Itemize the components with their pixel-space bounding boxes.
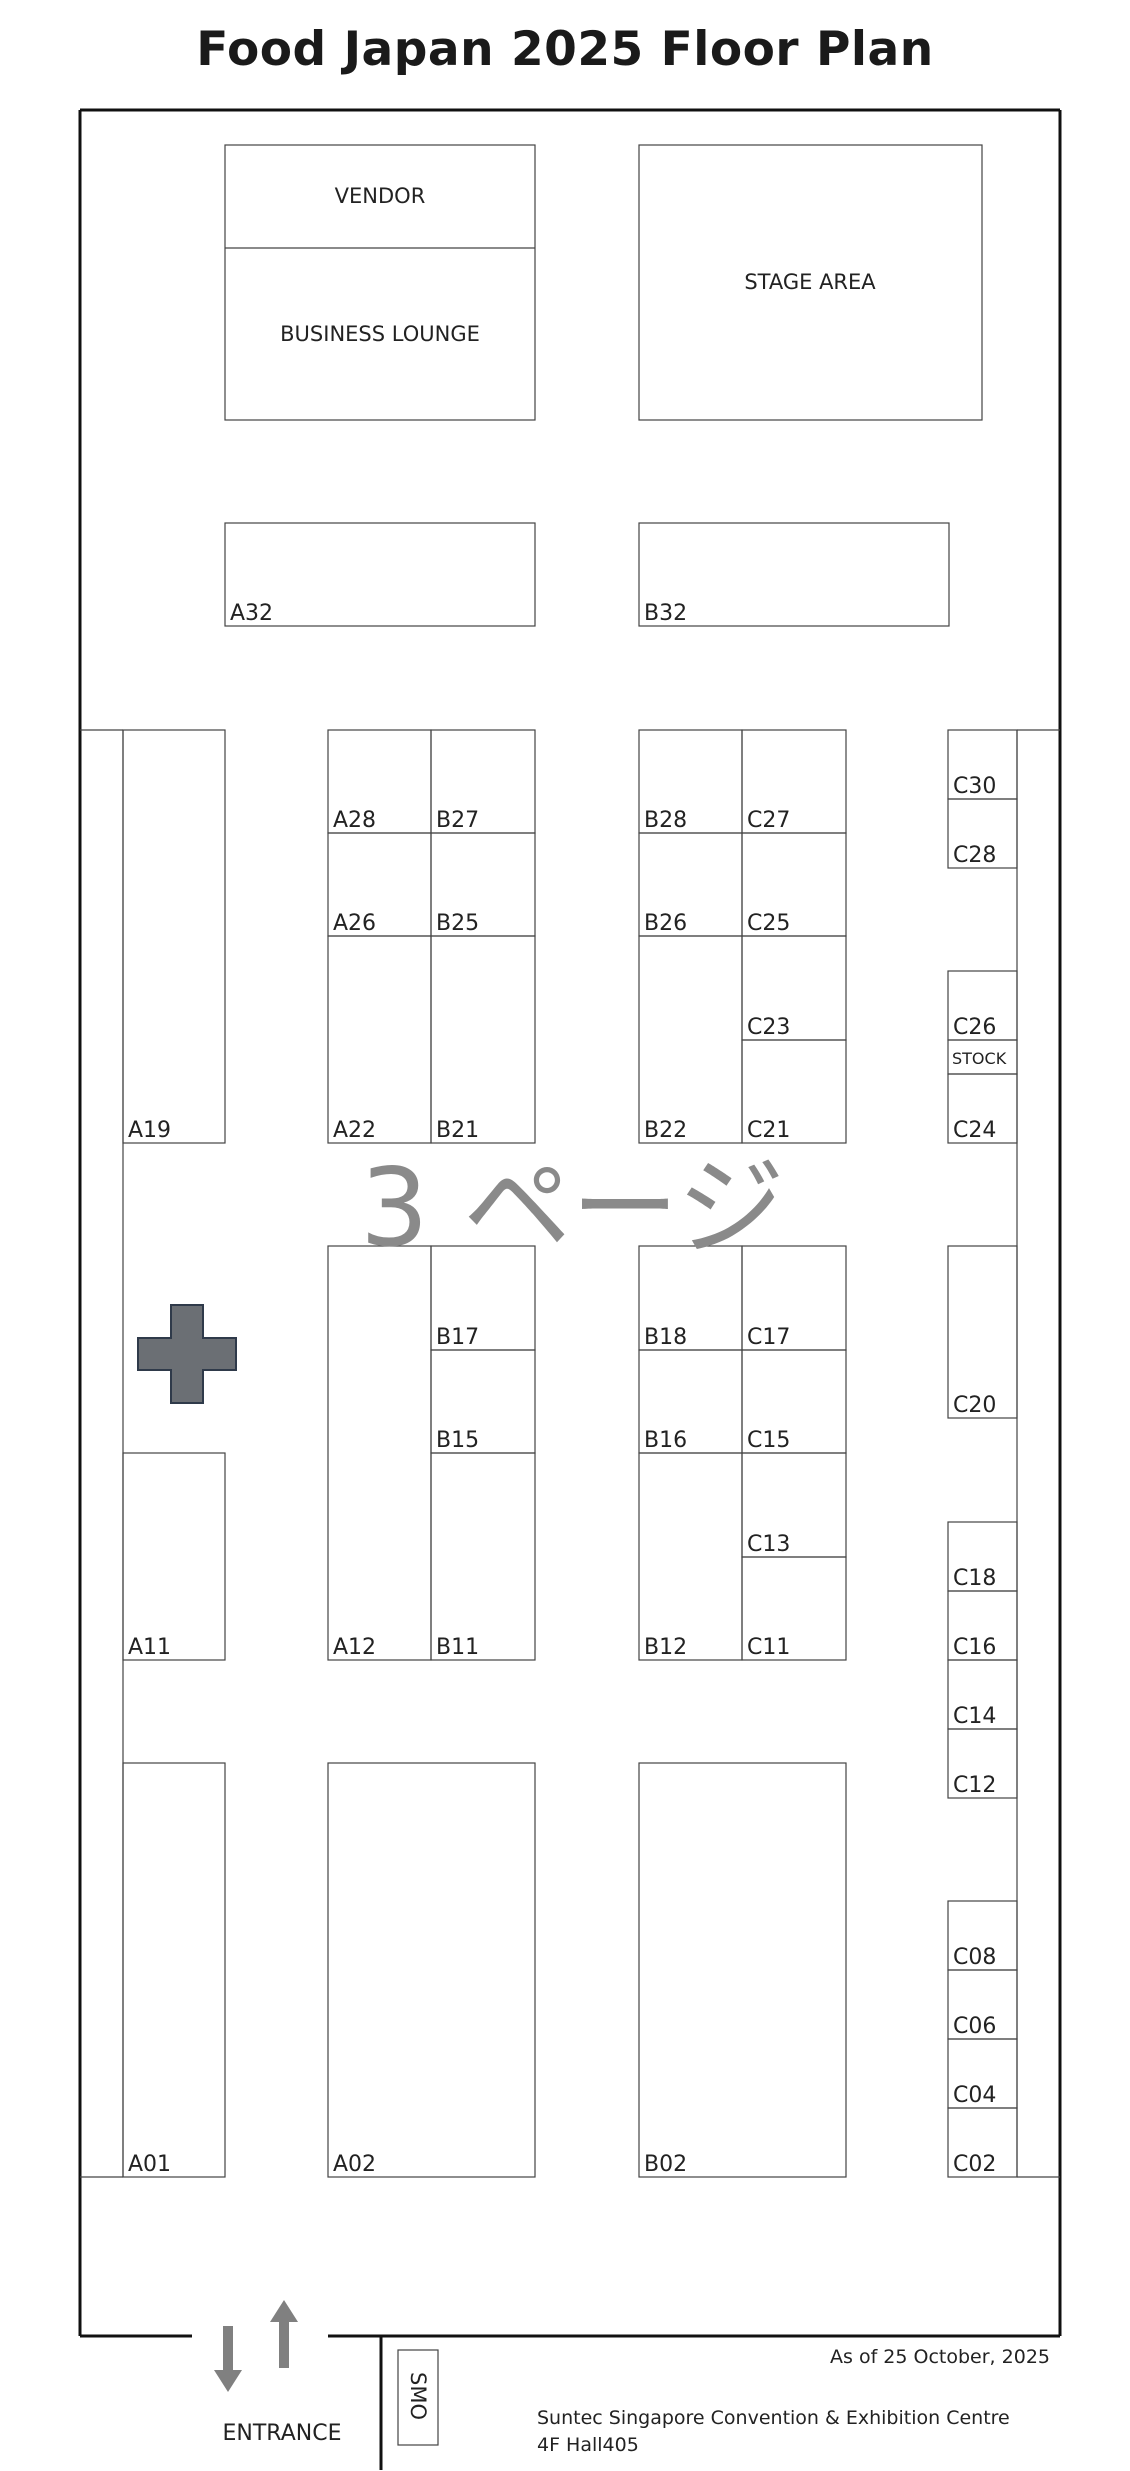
- booth-label-a32: A32: [230, 601, 273, 626]
- booth-label-c26: C26: [953, 1015, 996, 1040]
- stage-area-block: [638, 144, 983, 421]
- booth-label-c12: C12: [953, 1773, 996, 1798]
- booth-label-c17: C17: [747, 1325, 790, 1350]
- booth-label-c21: C21: [747, 1118, 790, 1143]
- booth-label-c30: C30: [953, 774, 996, 799]
- smo-label: SMO: [406, 2372, 430, 2420]
- booth-a01: [122, 1762, 226, 2178]
- booth-label-b32: B32: [644, 601, 687, 626]
- booth-c12: [947, 1728, 1018, 1799]
- booth-label-b17: B17: [436, 1325, 479, 1350]
- booth-b32: [638, 522, 950, 627]
- smo-booth: [397, 2349, 439, 2446]
- booth-label-c13: C13: [747, 1532, 790, 1557]
- booth-label-c15: C15: [747, 1428, 790, 1453]
- booth-label-a19: A19: [128, 1118, 171, 1143]
- booth-label-b25: B25: [436, 911, 479, 936]
- booth-label-c14: C14: [953, 1704, 996, 1729]
- booth-c11: [741, 1556, 847, 1661]
- booth-label-a01: A01: [128, 2152, 171, 2177]
- booth-label-a12: A12: [333, 1635, 376, 1660]
- aisle-lines: [80, 729, 1060, 2178]
- booth-label-c16: C16: [953, 1635, 996, 1660]
- booth-label-a02: A02: [333, 2152, 376, 2177]
- booth-a32: [224, 522, 536, 627]
- booth-label-c18: C18: [953, 1566, 996, 1591]
- booth-c21: [741, 1039, 847, 1144]
- booth-a11: [122, 1452, 226, 1661]
- entrance-arrows-icon: [214, 2300, 298, 2392]
- booth-label-c02: C02: [953, 2152, 996, 2177]
- booth-label-c28: C28: [953, 843, 996, 868]
- booth-label-b02: B02: [644, 2152, 687, 2177]
- as-of-date: As of 25 October, 2025: [830, 2346, 1050, 2368]
- booth-label-a11: A11: [128, 1635, 171, 1660]
- booth-c02: [947, 2107, 1018, 2178]
- booth-b21: [430, 935, 536, 1144]
- booth-label-a26: A26: [333, 911, 376, 936]
- hall-walls: [78, 108, 1062, 2470]
- booth-label-b18: B18: [644, 1325, 687, 1350]
- booth-b12: [638, 1452, 743, 1661]
- booth-b11: [430, 1452, 536, 1661]
- booth-label-a22: A22: [333, 1118, 376, 1143]
- booth-label-b28: B28: [644, 808, 687, 833]
- first-aid-cross-icon: [137, 1304, 237, 1404]
- booth-label-b22: B22: [644, 1118, 687, 1143]
- booth-a12: [327, 1245, 432, 1661]
- booth-a02: [327, 1762, 536, 2178]
- booth-layer: [122, 522, 1018, 2178]
- booth-label-b21: B21: [436, 1118, 479, 1143]
- booth-label-b27: B27: [436, 808, 479, 833]
- vendor-label: VENDOR: [335, 184, 426, 208]
- booth-label-c04: C04: [953, 2083, 996, 2108]
- stock-label: STOCK: [952, 1049, 1007, 1068]
- booth-label-c08: C08: [953, 1945, 996, 1970]
- venue-hall: 4F Hall405: [537, 2434, 639, 2456]
- booth-b02: [638, 1762, 847, 2178]
- booth-a19: [122, 729, 226, 1144]
- booth-label-b16: B16: [644, 1428, 687, 1453]
- booth-label-b15: B15: [436, 1428, 479, 1453]
- stock-room: [947, 1039, 1018, 1075]
- booth-label-c11: C11: [747, 1635, 790, 1660]
- booth-label-c25: C25: [747, 911, 790, 936]
- booth-label-b26: B26: [644, 911, 687, 936]
- booth-label-c20: C20: [953, 1393, 996, 1418]
- stage-area-label: STAGE AREA: [744, 270, 876, 294]
- page-title: Food Japan 2025 Floor Plan: [196, 22, 934, 77]
- vendor-lounge-block: [224, 144, 536, 421]
- business-lounge-label: BUSINESS LOUNGE: [280, 322, 480, 346]
- page-watermark: 3 ページ: [360, 1146, 785, 1271]
- booth-label-c24: C24: [953, 1118, 996, 1143]
- booth-label-c06: C06: [953, 2014, 996, 2039]
- booth-label-a28: A28: [333, 808, 376, 833]
- booth-c28: [947, 798, 1018, 869]
- booth-a22: [327, 935, 432, 1144]
- booth-b22: [638, 935, 743, 1144]
- venue-name: Suntec Singapore Convention & Exhibition…: [537, 2407, 1010, 2429]
- booth-label-c23: C23: [747, 1015, 790, 1040]
- booth-label-c27: C27: [747, 808, 790, 833]
- booth-label-b12: B12: [644, 1635, 687, 1660]
- booth-label-b11: B11: [436, 1635, 479, 1660]
- booth-c20: [947, 1245, 1018, 1419]
- entrance-label: ENTRANCE: [223, 2421, 342, 2446]
